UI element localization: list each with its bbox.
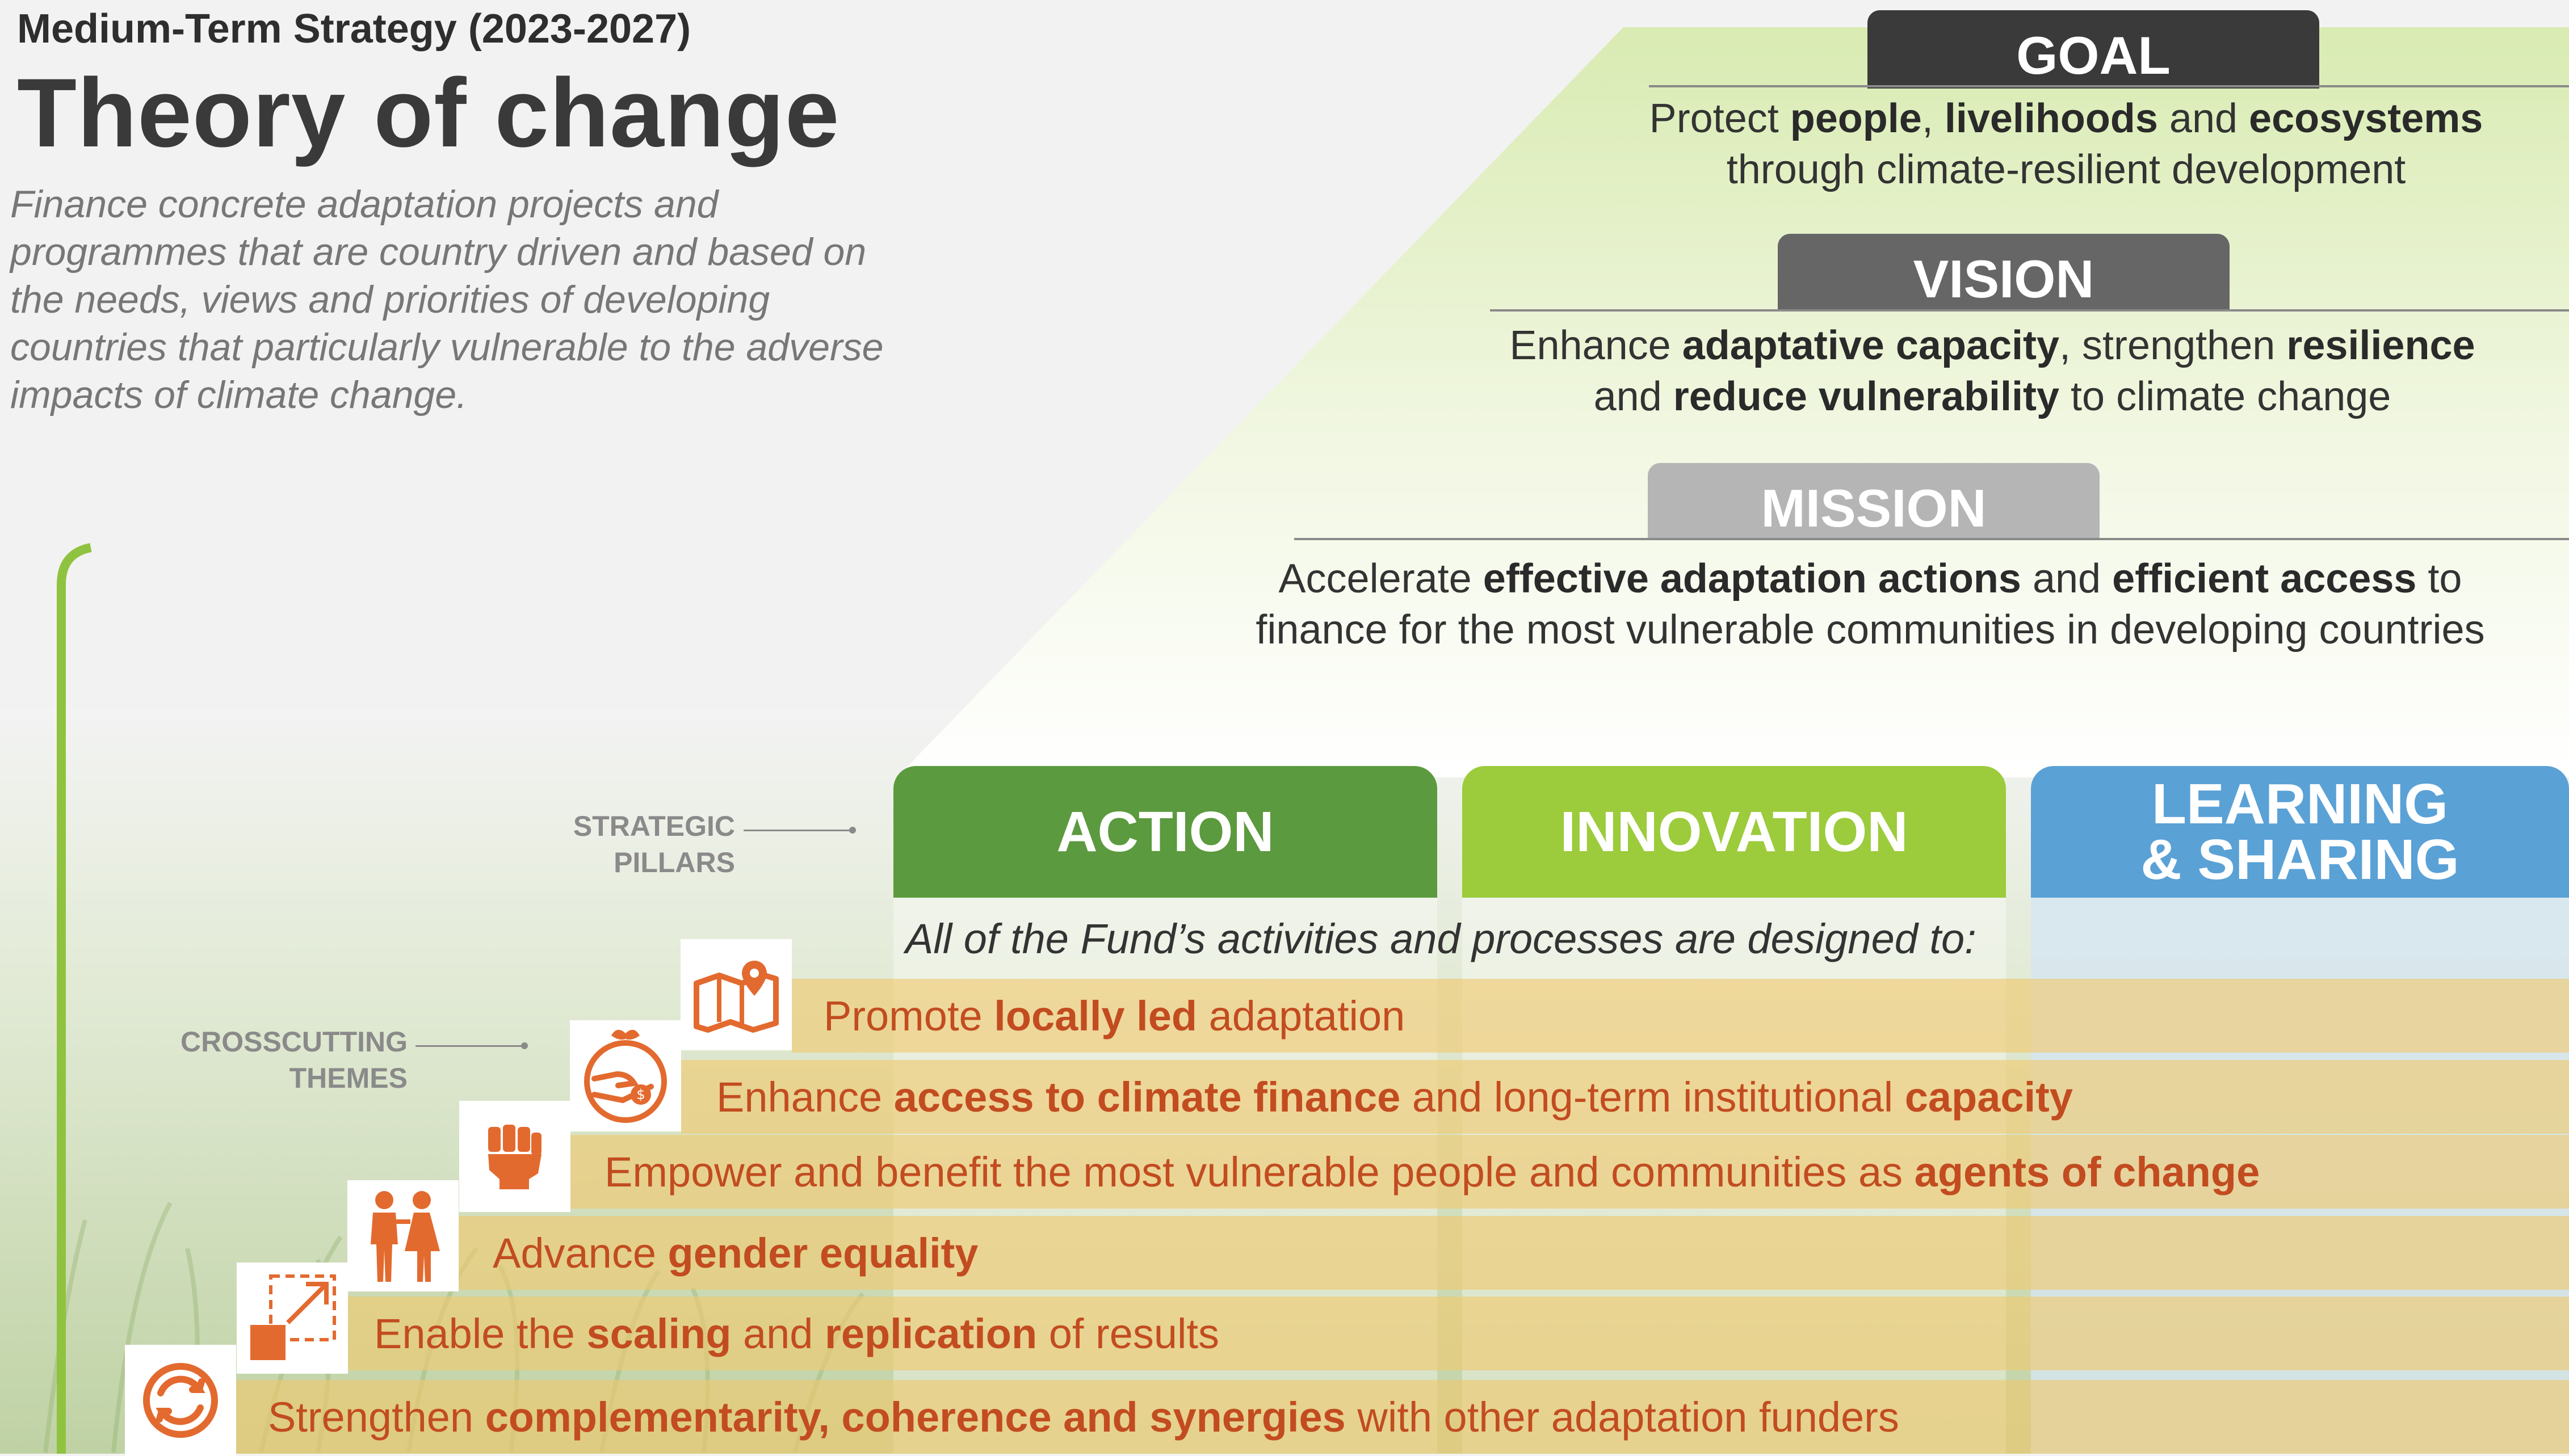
mission-tab: MISSION — [1648, 463, 2100, 539]
theme-row-5: Enable the scaling and replication of re… — [346, 1297, 2569, 1370]
theme-icon-box-2: $ — [570, 1020, 681, 1131]
goal-line-2: through climate-resilient development — [1726, 147, 2406, 192]
theme-text-2: Enhance access to climate finance and lo… — [716, 1073, 2073, 1121]
cycle-arrows-icon — [143, 1363, 218, 1438]
strategic-pillars-dot — [849, 827, 856, 834]
pillar-action-label: ACTION — [1056, 800, 1274, 864]
vision-tab: VISION — [1778, 234, 2230, 311]
vision-line-1: Enhance adaptative capacity, strengthen … — [1509, 323, 2475, 368]
gender-people-icon — [371, 1191, 440, 1282]
mission-rule — [1294, 538, 2569, 540]
pillar-innovation: INNOVATION — [1462, 766, 2006, 898]
theme-icon-box-1 — [681, 939, 792, 1050]
mission-line-1: Accelerate effective adaptation actions … — [1278, 556, 2462, 601]
mission-label: MISSION — [1761, 478, 1987, 538]
vision-line-2: and reduce vulnerability to climate chan… — [1593, 374, 2391, 419]
map-pin-icon — [694, 961, 779, 1033]
goal-line-1: Protect people, livelihoods and ecosyste… — [1649, 96, 2483, 141]
svg-text:$: $ — [636, 1087, 645, 1102]
theme-row-2: Enhance access to climate finance and lo… — [681, 1060, 2569, 1134]
pillar-innovation-label: INNOVATION — [1560, 800, 1908, 864]
crosscutting-themes-dot — [521, 1042, 528, 1049]
theme-text-3: Empower and benefit the most vulnerable … — [605, 1148, 2260, 1196]
mission-line-2: finance for the most vulnerable communit… — [1256, 607, 2485, 653]
theme-row-1: Promote locally led adaptation — [792, 979, 2569, 1053]
raised-fist-icon — [488, 1125, 541, 1189]
vision-label: VISION — [1913, 249, 2094, 309]
theme-text-4: Advance gender equality — [493, 1229, 979, 1277]
subtitle: Medium-Term Strategy (2023-2027) — [17, 6, 691, 52]
hand-money-plant-icon: $ — [584, 1029, 667, 1123]
goal-label: GOAL — [2016, 26, 2171, 85]
vision-rule — [1490, 309, 2569, 312]
theme-text-1: Promote locally led adaptation — [824, 992, 1405, 1040]
vision-text: Enhance adaptative capacity, strengthen … — [1464, 320, 2520, 422]
goal-tab: GOAL — [1867, 10, 2319, 89]
intro-text: Finance concrete adaptation projects and… — [10, 183, 884, 416]
theme-row-3: Empower and benefit the most vulnerable … — [569, 1135, 2569, 1209]
theme-row-6: Strengthen complementarity, coherence an… — [234, 1380, 2569, 1454]
theme-icon-box-4 — [347, 1180, 459, 1291]
theme-row-4: Advance gender equality — [457, 1216, 2569, 1290]
pillar-action: ACTION — [893, 766, 1437, 898]
page-title: Theory of change — [17, 58, 840, 167]
scaling-arrow-icon — [250, 1274, 336, 1360]
theme-text-5: Enable the scaling and replication of re… — [374, 1310, 1220, 1357]
crosscutting-themes-connector — [415, 1045, 523, 1047]
pillar-learning-sharing: LEARNING & SHARING — [2031, 766, 2569, 898]
pillar-learning-sharing-label: LEARNING & SHARING — [2140, 772, 2459, 891]
theme-icon-box-6 — [125, 1345, 236, 1456]
mission-text: Accelerate effective adaptation actions … — [1203, 553, 2537, 655]
strategic-pillars-connector — [744, 830, 851, 831]
theme-icon-box-3 — [459, 1101, 570, 1212]
theme-text-6: Strengthen complementarity, coherence an… — [268, 1393, 1899, 1441]
goal-text: Protect people, livelihoods and ecosyste… — [1572, 93, 2560, 195]
designed-to-text: All of the Fund’s activities and process… — [905, 915, 1976, 962]
theme-icon-box-5 — [237, 1263, 348, 1374]
goal-rule — [1649, 85, 2569, 87]
